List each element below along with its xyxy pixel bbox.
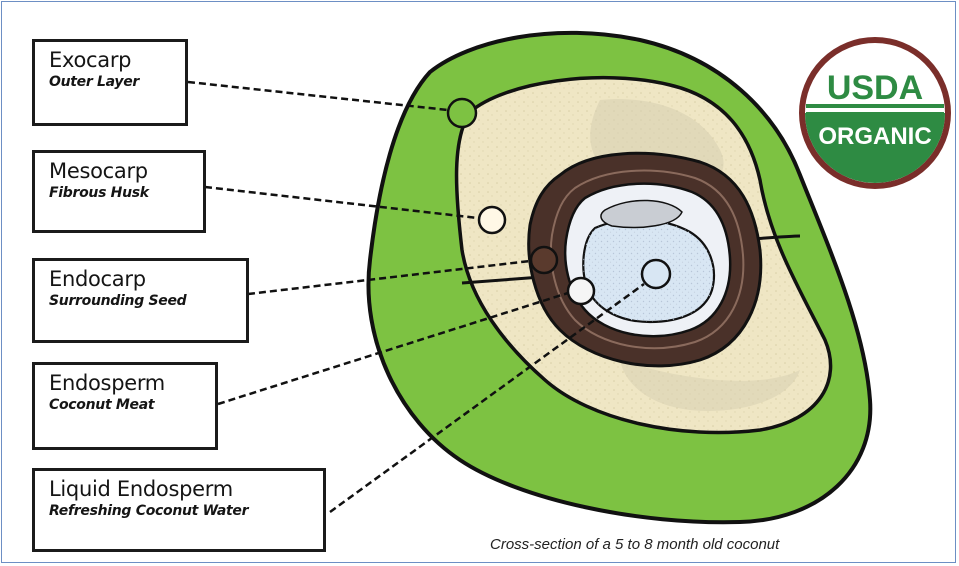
label-exocarp: Exocarp Outer Layer: [32, 39, 188, 126]
label-subtitle: Outer Layer: [49, 73, 175, 92]
figure-caption: Cross-section of a 5 to 8 month old coco…: [490, 536, 779, 553]
label-liquid-endosperm: Liquid Endosperm Refreshing Coconut Wate…: [32, 468, 326, 552]
label-title: Exocarp: [49, 48, 175, 73]
label-title: Endosperm: [49, 371, 205, 396]
mesocarp-marker: [479, 207, 505, 233]
label-subtitle: Refreshing Coconut Water: [49, 502, 313, 521]
leader-line-exocarp: [188, 82, 448, 110]
label-subtitle: Fibrous Husk: [49, 184, 193, 203]
label-title: Liquid Endosperm: [49, 477, 313, 502]
exocarp-marker: [448, 99, 476, 127]
usda-organic-badge: USDA ORGANIC: [802, 40, 948, 186]
endosperm-marker: [568, 278, 594, 304]
endocarp-marker: [531, 247, 557, 273]
label-endosperm: Endosperm Coconut Meat: [32, 362, 218, 450]
label-subtitle: Surrounding Seed: [49, 292, 236, 311]
label-endocarp: Endocarp Surrounding Seed: [32, 258, 249, 343]
label-mesocarp: Mesocarp Fibrous Husk: [32, 150, 206, 233]
usda-badge-top-text: USDA: [827, 69, 923, 107]
label-subtitle: Coconut Meat: [49, 396, 205, 415]
liquid-endosperm-marker: [642, 260, 670, 288]
label-title: Mesocarp: [49, 159, 193, 184]
usda-badge-bottom-text: ORGANIC: [818, 123, 931, 150]
label-title: Endocarp: [49, 267, 236, 292]
usda-badge-band: [806, 104, 944, 124]
